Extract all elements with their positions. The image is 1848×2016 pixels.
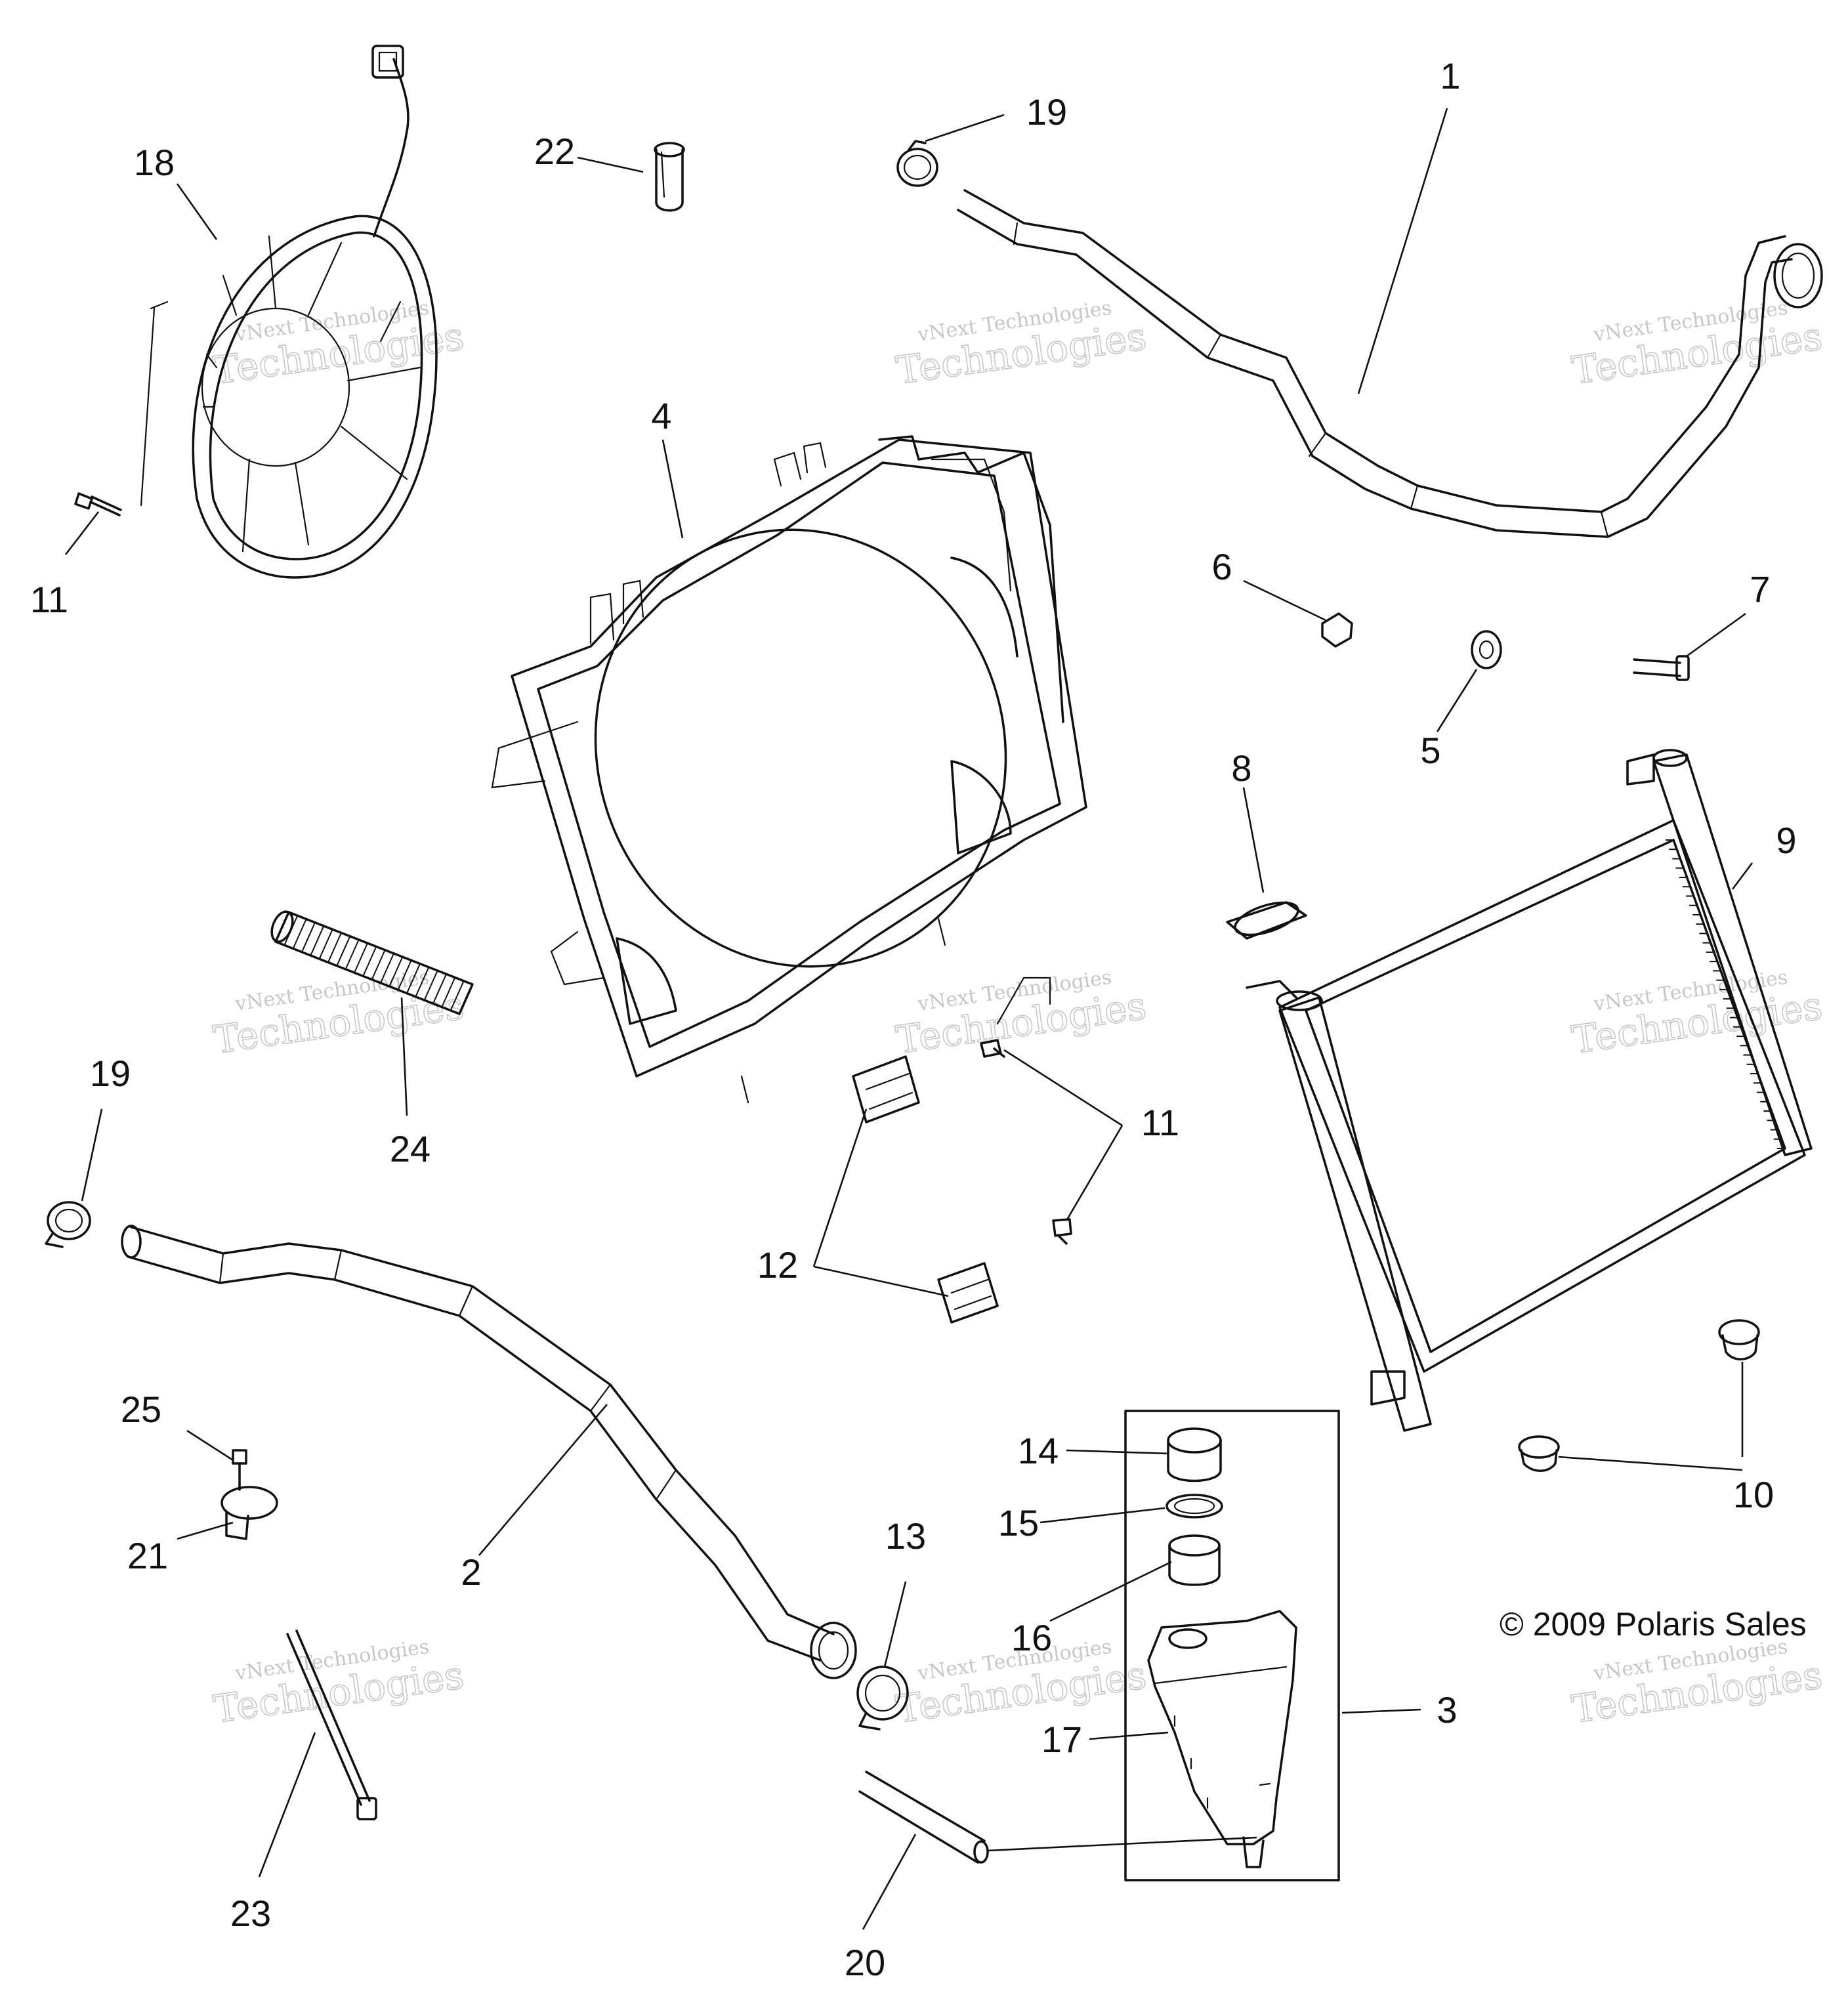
- cable-tie: [286, 1629, 377, 1820]
- callout-20: 20: [845, 1942, 885, 1983]
- callout-13: 13: [885, 1515, 926, 1557]
- tube-rib: [310, 925, 325, 956]
- bolt-7: [1633, 655, 1690, 681]
- callout-11-top-left: 11: [30, 579, 68, 620]
- grommet-5: [1471, 630, 1502, 669]
- watermark: vNext Technologies Technologies: [892, 297, 1149, 394]
- tube-rib: [354, 942, 368, 973]
- callout-10: 10: [1733, 1474, 1774, 1515]
- fan-shroud: [491, 435, 1087, 1104]
- leader-lines: [64, 108, 1754, 1930]
- watermark: vNext Technologies Technologies: [1568, 297, 1825, 394]
- tube-rib: [415, 967, 430, 998]
- tube-rib: [362, 946, 377, 976]
- callout-2: 2: [461, 1551, 481, 1593]
- tube-rib: [388, 956, 404, 987]
- callout-15: 15: [998, 1502, 1039, 1544]
- callout-11-middle: 11: [1141, 1102, 1179, 1143]
- copyright-notice: © 2009 Polaris Sales: [1500, 1606, 1807, 1643]
- tube-rib: [301, 922, 316, 953]
- hose-clamp-13: [856, 1666, 909, 1731]
- tube-rib: [371, 950, 386, 980]
- tube-rib: [318, 929, 333, 959]
- watermark: vNext Technologies Technologies: [1568, 966, 1825, 1063]
- callout-23: 23: [230, 1893, 271, 1934]
- hose-clamp-left: [45, 1201, 91, 1248]
- tube-rib: [450, 980, 465, 1011]
- tube-rib: [380, 953, 394, 984]
- callout-22: 22: [534, 131, 575, 172]
- hose-clamp-top: [896, 140, 938, 187]
- callout-5: 5: [1420, 730, 1440, 771]
- reservoir-kit-box: [1124, 1410, 1340, 1881]
- callout-8: 8: [1231, 747, 1251, 789]
- tube-rib: [336, 936, 351, 967]
- reservoir-bottle: [1147, 1610, 1297, 1868]
- callout-21: 21: [127, 1535, 168, 1576]
- mount-bracket-upper: [852, 1055, 920, 1124]
- tube-rib: [432, 973, 447, 1004]
- callout-17: 17: [1041, 1719, 1082, 1760]
- callout-25: 25: [121, 1389, 161, 1430]
- callout-9: 9: [1776, 820, 1796, 861]
- radiator: [1246, 749, 1813, 1432]
- overflow-hose: [858, 1771, 989, 1864]
- tube-ribs: [275, 912, 473, 1015]
- upper-radiator-hose: [957, 189, 1823, 538]
- callout-24: 24: [390, 1128, 430, 1169]
- bolt-25: [232, 1449, 247, 1491]
- callout-12: 12: [757, 1244, 798, 1286]
- tube-rib: [406, 963, 421, 994]
- fan-assembly: [140, 45, 438, 579]
- watermark: vNext Technologies Technologies: [210, 966, 467, 1063]
- grommet-10-upper: [1718, 1319, 1760, 1360]
- p-clamp-21: [220, 1486, 278, 1540]
- callout-14: 14: [1018, 1430, 1059, 1471]
- callout-19-left: 19: [90, 1053, 131, 1094]
- tube-rib: [441, 977, 456, 1007]
- tube-rib: [459, 984, 473, 1015]
- tube-rib: [397, 959, 412, 990]
- tube-rib: [423, 970, 438, 1001]
- tube-rib: [275, 912, 289, 942]
- reservoir-neck: [1168, 1534, 1221, 1586]
- callout-19-top: 19: [1026, 91, 1067, 133]
- callout-3: 3: [1437, 1689, 1457, 1731]
- watermark: vNext Technologies Technologies: [1568, 1635, 1825, 1732]
- watermark: vNext Technologies Technologies: [210, 1635, 467, 1732]
- callout-4: 4: [651, 395, 671, 436]
- callout-7: 7: [1750, 568, 1770, 610]
- mount-bracket-lower: [937, 1262, 999, 1324]
- tube-rib: [345, 939, 360, 970]
- convoluted-tube: [270, 910, 474, 1015]
- bolt-middle-lower: [1052, 1218, 1072, 1245]
- radiator-fins: [1666, 839, 1785, 1149]
- callout-16: 16: [1011, 1617, 1052, 1658]
- grommet-10-lower: [1518, 1435, 1560, 1472]
- reservoir-gasket: [1166, 1494, 1223, 1519]
- tube-rib: [327, 933, 342, 963]
- callout-6: 6: [1211, 546, 1232, 587]
- watermark: vNext Technologies Technologies: [892, 966, 1149, 1063]
- lower-radiator-hose: [121, 1225, 857, 1679]
- bolt-middle-upper: [980, 1039, 1005, 1058]
- nut-6: [1321, 612, 1353, 648]
- callouts: 1 2 3 4 5 6 7 8 9 10 11 11 12 13 14 15 1…: [30, 55, 1797, 1983]
- radiator-cap: [1226, 901, 1307, 940]
- tube-rib: [292, 919, 307, 949]
- callout-1: 1: [1440, 55, 1460, 96]
- callout-18: 18: [134, 142, 175, 183]
- hose-coupler: [654, 142, 685, 212]
- bolt-top-left: [74, 492, 122, 516]
- watermark: vNext Technologies Technologies: [210, 297, 467, 394]
- reservoir-cap: [1167, 1427, 1222, 1482]
